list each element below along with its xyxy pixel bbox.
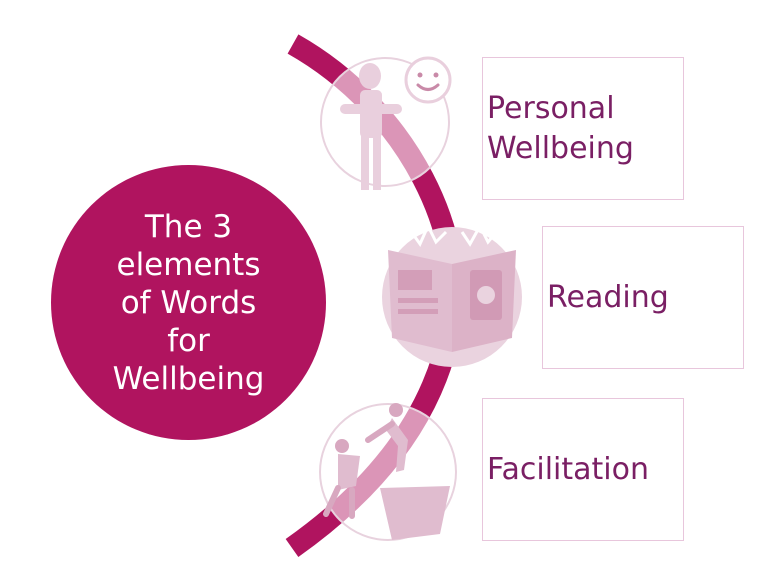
climbers-helping-icon <box>319 403 457 541</box>
open-book-icon <box>382 222 522 367</box>
element-label-personal-wellbeing: Personal Wellbeing <box>487 90 634 166</box>
element-box-reading: Reading <box>542 226 744 369</box>
person-smile-icon <box>320 56 452 190</box>
element-label-facilitation: Facilitation <box>487 451 649 487</box>
element-box-personal-wellbeing: Personal Wellbeing <box>482 57 684 200</box>
element-label-reading: Reading <box>547 279 669 315</box>
central-title: The 3 elements of Words for Wellbeing <box>112 208 265 397</box>
element-box-facilitation: Facilitation <box>482 398 684 541</box>
central-title-circle: The 3 elements of Words for Wellbeing <box>51 165 326 440</box>
